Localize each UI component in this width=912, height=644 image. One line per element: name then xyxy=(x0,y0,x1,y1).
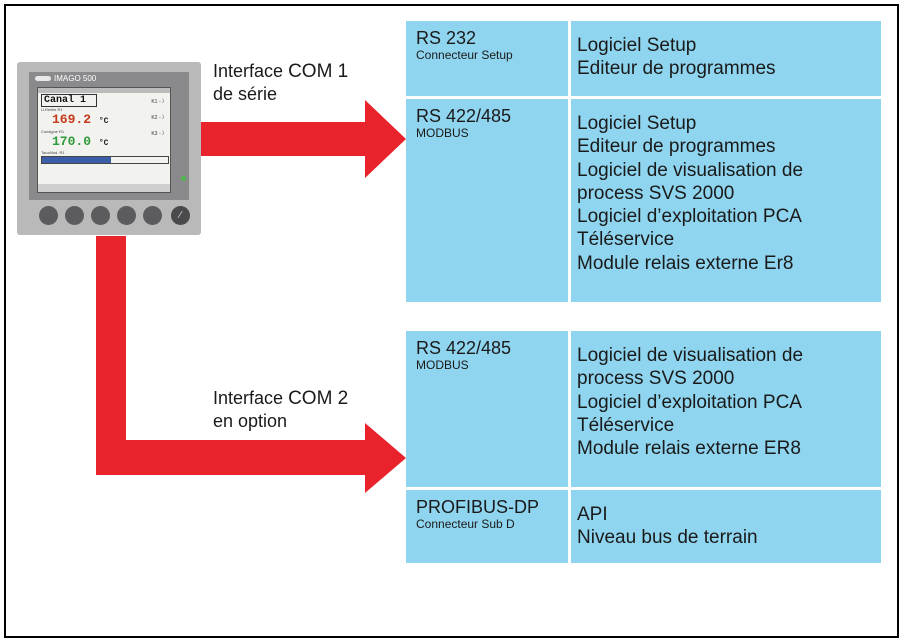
controller-device: IMAGO 500 Canal 1 U.Réelle R1 169.2 °C C… xyxy=(17,62,201,235)
screen-label-2: Consigne R1 xyxy=(41,129,65,134)
device-button-3[interactable] xyxy=(91,206,110,225)
interface-name: RS 232 Connecteur Setup xyxy=(416,28,513,62)
arrow-com2 xyxy=(96,236,406,493)
table1-divider xyxy=(568,21,571,302)
device-button-5[interactable] xyxy=(143,206,162,225)
software-list: Logiciel Setup Editeur de programmes xyxy=(577,35,776,80)
screen-footer xyxy=(38,184,170,192)
interface-name: RS 422/485 MODBUS xyxy=(416,106,512,140)
screen-indicator-k1: K1 ◦ 〉 xyxy=(151,99,167,105)
table1-row-rs232: RS 232 Connecteur Setup Logiciel Setup E… xyxy=(406,21,881,96)
com2-label: Interface COM 2 en option xyxy=(213,388,349,431)
table2-divider xyxy=(568,331,571,563)
screen-value-1: 169.2 °C xyxy=(52,112,109,127)
screen-label-1: U.Réelle R1 xyxy=(41,107,63,112)
interface-name: PROFIBUS-DP Connecteur Sub D xyxy=(416,497,540,531)
brand-logo-icon xyxy=(35,76,51,82)
screen-progress-bar xyxy=(41,156,169,164)
screen-value-2: 170.0 °C xyxy=(52,134,109,149)
device-mute-button[interactable]: ⁄ xyxy=(171,206,190,225)
interface-name: RS 422/485 MODBUS xyxy=(416,338,512,372)
software-list: API Niveau bus de terrain xyxy=(577,504,758,549)
brand-label: IMAGO 500 xyxy=(54,74,97,83)
table1-row-rs422: RS 422/485 MODBUS Logiciel Setup Editeur… xyxy=(406,99,881,302)
software-list: Logiciel Setup Editeur de programmes Log… xyxy=(577,113,804,274)
table2-row-profibus: PROFIBUS-DP Connecteur Sub D API Niveau … xyxy=(406,490,881,563)
screen-indicator-k2: K2 ◦ 〉 xyxy=(151,115,167,121)
device-brand: IMAGO 500 xyxy=(35,74,96,83)
screen-channel: Canal 1 xyxy=(41,94,98,107)
device-button-4[interactable] xyxy=(117,206,136,225)
table2-row-rs422: RS 422/485 MODBUS Logiciel de visualisat… xyxy=(406,331,881,487)
com1-label: Interface COM 1 de série xyxy=(213,61,349,104)
arrow-com1 xyxy=(201,100,406,178)
status-led-icon xyxy=(181,176,186,181)
device-button-2[interactable] xyxy=(65,206,84,225)
screen-indicator-k3: K3 ◦ 〉 xyxy=(151,131,167,137)
software-list: Logiciel de visualisation de process SVS… xyxy=(577,345,804,460)
device-button-1[interactable] xyxy=(39,206,58,225)
device-screen: Canal 1 U.Réelle R1 169.2 °C Consigne R1… xyxy=(37,87,171,193)
screen-label-3: TauxMod. R1 xyxy=(41,150,65,155)
